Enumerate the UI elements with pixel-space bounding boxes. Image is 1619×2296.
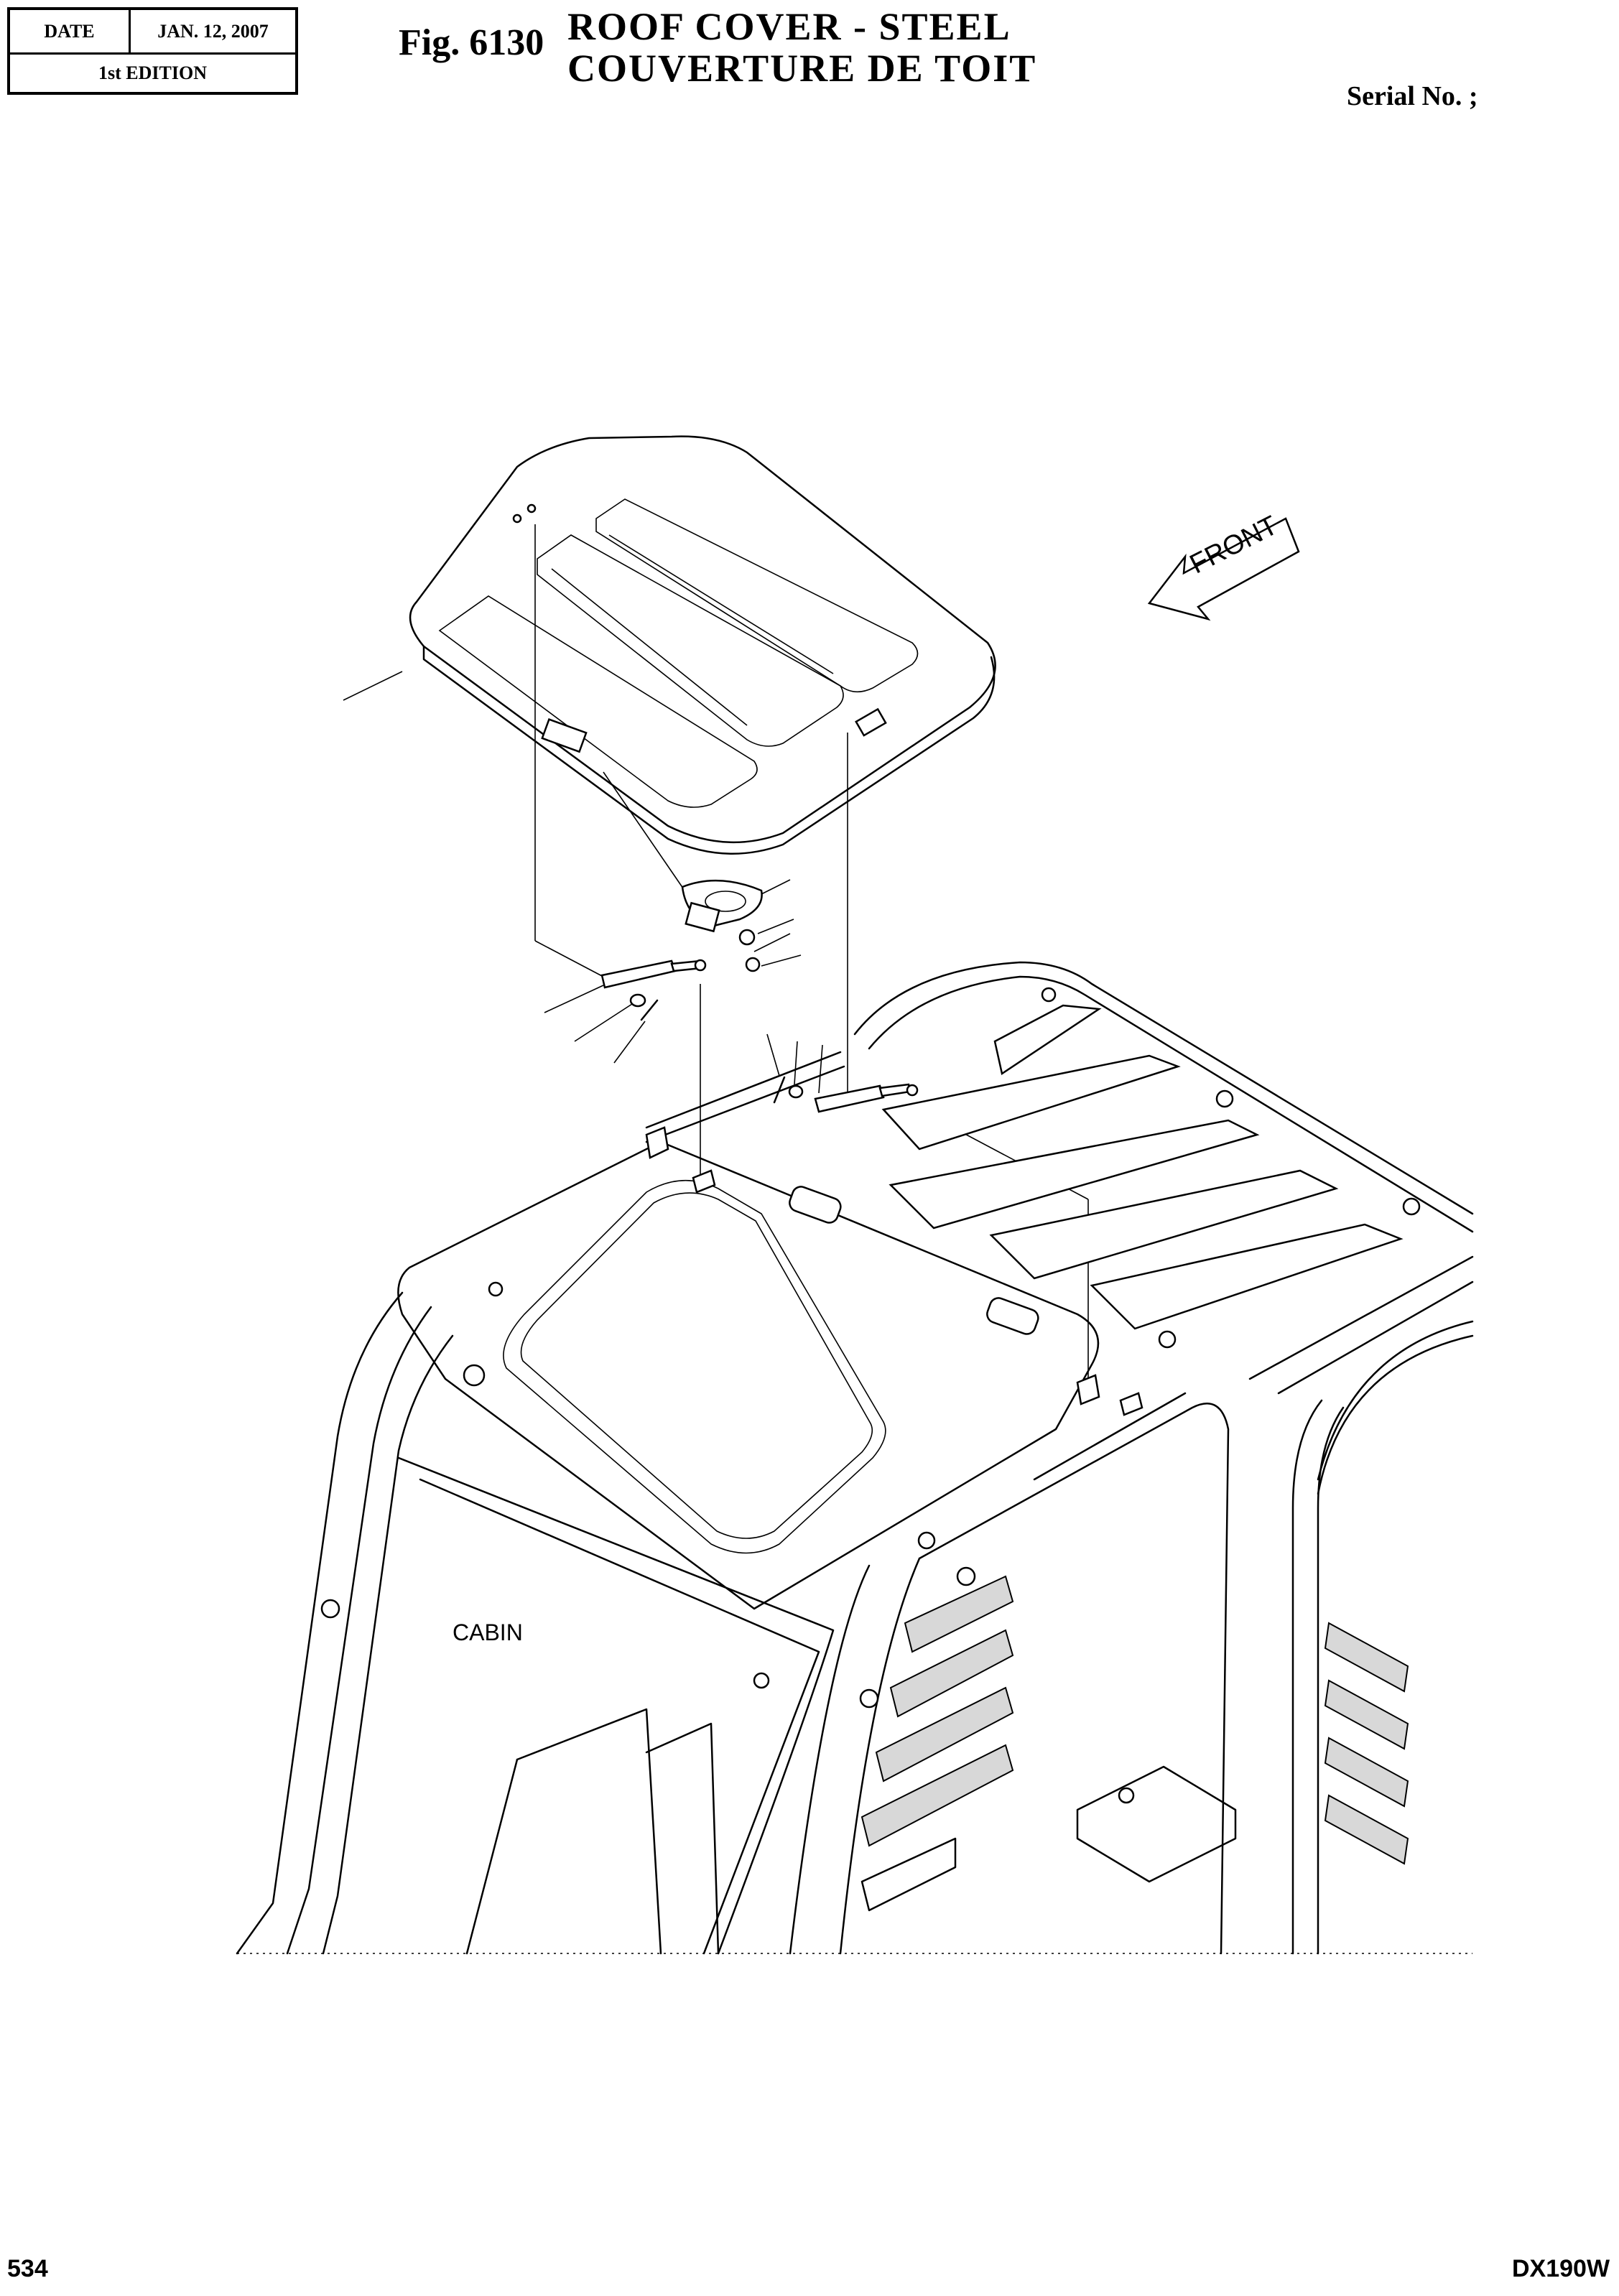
leader-roof-cover [343, 671, 403, 701]
figure-number: Fig. 6130 [399, 22, 544, 63]
gas-spring-right [766, 1033, 919, 1113]
gas-spring-left [544, 959, 707, 1064]
roof-cover-panel [409, 435, 996, 855]
page-number: 534 [7, 2255, 48, 2282]
cabin-body [236, 961, 1474, 1955]
edition-label: 1st EDITION [98, 62, 207, 83]
model-code: DX190W [1512, 2255, 1610, 2282]
title-english: ROOF COVER - STEEL [567, 5, 1011, 48]
date-label: DATE [10, 10, 131, 52]
date-value: JAN. 12, 2007 [157, 20, 269, 42]
title-french: COUVERTURE DE TOIT [567, 47, 1037, 90]
date-edition-box: DATE JAN. 12, 2007 1st EDITION [7, 7, 298, 95]
date-row: DATE JAN. 12, 2007 [10, 10, 295, 55]
serial-number-label: Serial No. ; [1347, 81, 1478, 111]
roof-latch-handle [681, 879, 802, 972]
front-arrow [1147, 517, 1300, 621]
cabin-label: CABIN [453, 1619, 523, 1645]
